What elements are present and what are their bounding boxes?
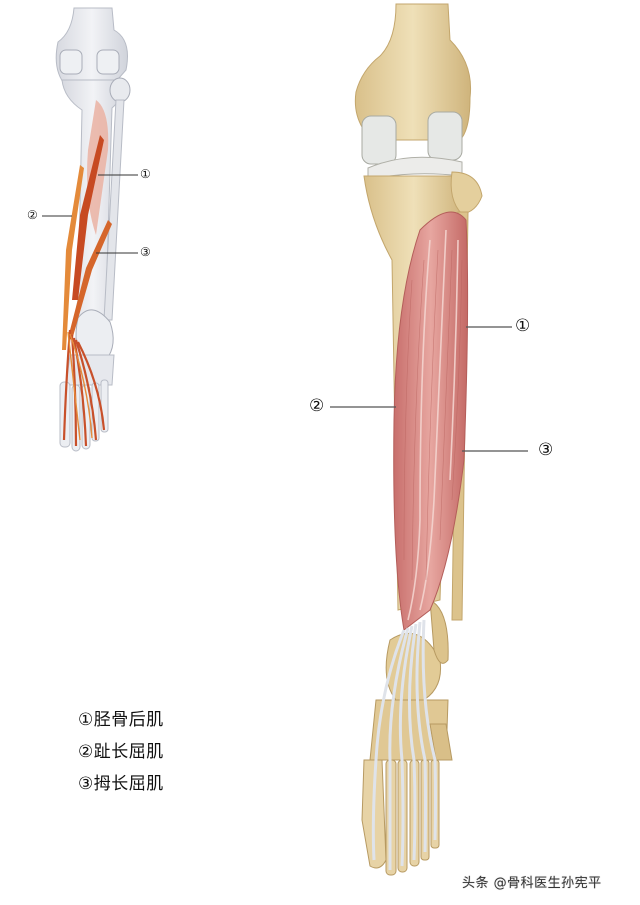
large-leader-lines (330, 326, 528, 452)
small-leader-lines (42, 174, 138, 254)
legend-item-tibialis-posterior: ①胫骨后肌 (78, 709, 164, 741)
legend-text: 趾长屈肌 (93, 742, 164, 762)
legend-marker: ② (78, 742, 94, 762)
large-muscles (393, 211, 469, 631)
legend-item-flexor-hallucis-longus: ③拇长屈肌 (78, 773, 164, 805)
small-callout-2: ② (27, 208, 38, 222)
large-callout-3: ③ (538, 440, 554, 460)
large-callout-1: ① (515, 316, 531, 336)
legend-text: 胫骨后肌 (93, 710, 164, 730)
small-muscles (62, 100, 112, 447)
legend-marker: ① (78, 710, 94, 730)
legend-item-flexor-digitorum-longus: ②趾长屈肌 (78, 741, 164, 773)
legend-marker: ③ (78, 774, 94, 794)
watermark: 头条 @骨科医生孙宪平 (462, 876, 602, 891)
small-callout-1: ① (140, 167, 151, 181)
legend-text: 拇长屈肌 (93, 774, 164, 794)
legend: ①胫骨后肌 ②趾长屈肌 ③拇长屈肌 (78, 709, 164, 805)
large-tendons (371, 619, 437, 870)
large-callout-2: ② (309, 396, 325, 416)
small-callout-3: ③ (140, 245, 151, 259)
